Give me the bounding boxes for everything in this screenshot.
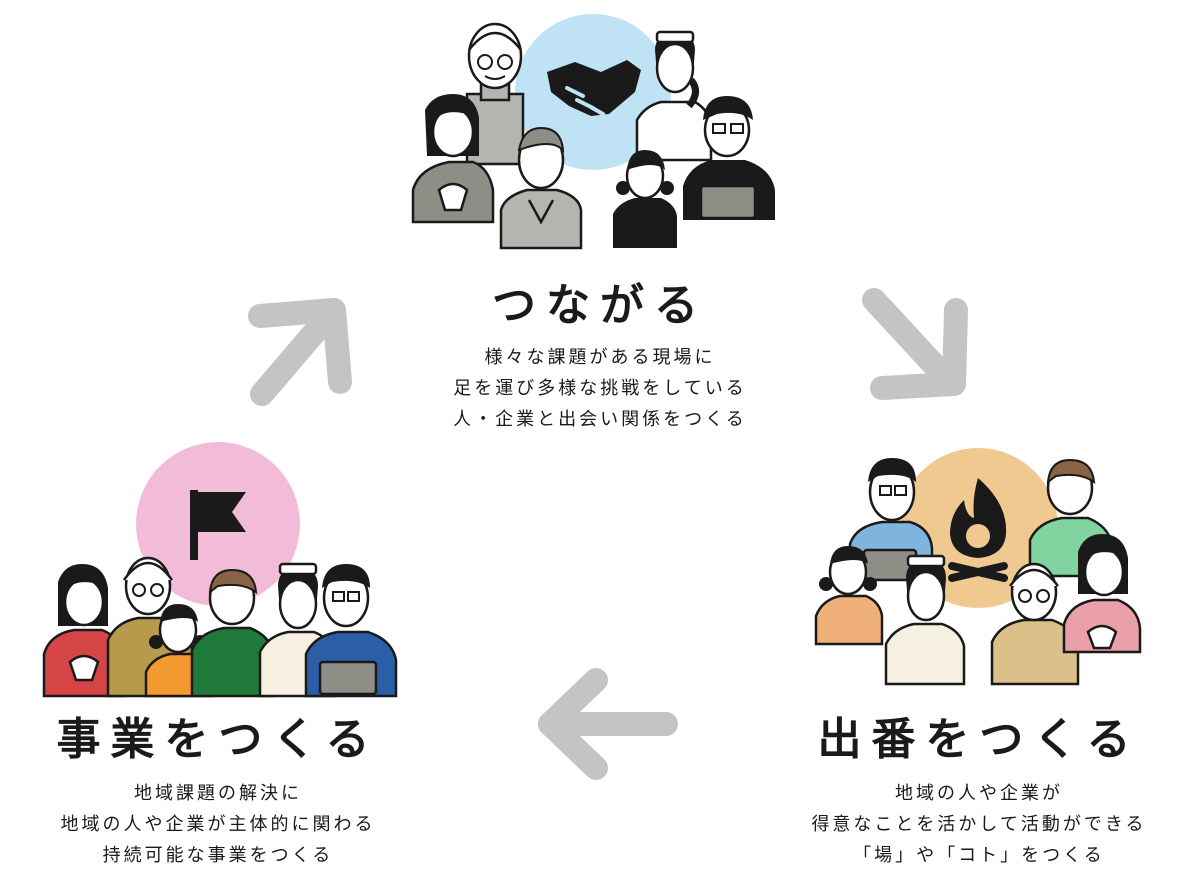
connect-line-1: 様々な課題がある現場に xyxy=(484,347,716,368)
business-line-1: 地域課題の解決に xyxy=(134,783,302,804)
connect-title: つながる xyxy=(492,280,708,331)
arrow-left xyxy=(538,668,678,780)
business-block: 事業をつくる 地域課題の解決に 地域の人や企業が主体的に関わる 持続可能な事業を… xyxy=(8,712,428,871)
business-line-3: 持続可能な事業をつくる xyxy=(102,845,334,866)
business-line-2: 地域の人や企業が主体的に関わる xyxy=(60,814,376,835)
stage-block: 出番をつくる 地域の人や企業が 得意なことを活かして活動ができる 「場」や「コト… xyxy=(768,712,1190,871)
stage-title: 出番をつくる xyxy=(817,714,1141,765)
stage-illustration xyxy=(814,448,1142,686)
connect-line-2: 足を運び多様な挑戦をしている xyxy=(453,378,747,399)
stage-line-1: 地域の人や企業が xyxy=(895,783,1063,804)
connect-illustration xyxy=(411,14,775,250)
arrow-up-right xyxy=(248,298,352,406)
connect-line-3: 人・企業と出会い関係をつくる xyxy=(453,409,747,430)
business-title: 事業をつくる xyxy=(56,714,380,765)
connect-block: つながる 様々な課題がある現場に 足を運び多様な挑戦をしている 人・企業と出会い… xyxy=(380,278,820,435)
business-illustration xyxy=(42,442,398,698)
flag-icon xyxy=(190,490,246,560)
campfire-icon xyxy=(948,478,1008,582)
stage-line-3: 「場」や「コト」をつくる xyxy=(853,845,1105,866)
handshake-icon xyxy=(547,60,641,116)
stage-line-2: 得意なことを活かして活動ができる xyxy=(811,814,1147,835)
arrow-down-right xyxy=(862,288,968,400)
